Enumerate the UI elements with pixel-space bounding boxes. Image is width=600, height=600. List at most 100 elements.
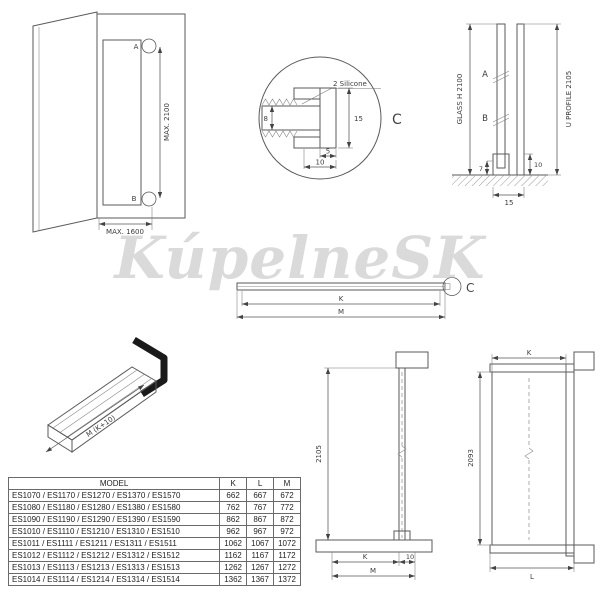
break-symbol bbox=[524, 447, 534, 460]
dim-2093-label: 2093 bbox=[467, 449, 475, 467]
l-cell: 1367 bbox=[246, 573, 275, 586]
uprofile-back bbox=[319, 87, 337, 149]
detail-c-letter: C bbox=[392, 112, 402, 128]
dim-10-label: 10 bbox=[534, 161, 542, 169]
dim-profile-height: U PROFILE 2105 bbox=[522, 23, 573, 176]
top-profile bbox=[489, 363, 575, 373]
header-model: MODEL bbox=[7, 477, 221, 490]
silicone-bead-top bbox=[261, 98, 298, 106]
glass-panel-elevation bbox=[491, 371, 567, 546]
door-leaf bbox=[32, 11, 98, 233]
glass-clamp-3d bbox=[132, 336, 168, 397]
k-cell: 962 bbox=[219, 525, 248, 538]
silicone-callout: 2 Silicone bbox=[301, 80, 381, 105]
dim-15: 15 bbox=[492, 187, 525, 207]
dim-k-10-m: K 10 M bbox=[331, 552, 416, 580]
dim-10: 10 bbox=[524, 153, 542, 175]
break-symbol bbox=[397, 445, 407, 458]
break-mark-b bbox=[492, 113, 510, 127]
section-label-a: A bbox=[482, 70, 488, 80]
model-cell: ES1070 / ES1170 / ES1270 / ES1370 / ES15… bbox=[7, 489, 221, 502]
glass-height-label: GLASS H 2100 bbox=[456, 74, 464, 125]
dim-m-label: M bbox=[338, 308, 344, 316]
m-cell: 772 bbox=[273, 501, 301, 514]
dim-m-label: M bbox=[370, 567, 376, 575]
dim-glass-8-label: 8 bbox=[264, 115, 268, 123]
table-row: ES1013 / ES1113 / ES1213 / ES1313 / ES15… bbox=[7, 561, 301, 574]
dim-l-bottom: L bbox=[489, 553, 575, 581]
model-cell: ES1012 / ES1112 / ES1212 / ES1312 / ES15… bbox=[7, 549, 221, 562]
k-cell: 1062 bbox=[219, 537, 248, 550]
dim-m: M bbox=[236, 291, 446, 320]
detail-c-view: 2 Silicone 8 15 5 bbox=[258, 56, 402, 180]
table-row: ES1014 / ES1114 / ES1214 / ES1314 / ES15… bbox=[7, 573, 301, 586]
l-cell: 867 bbox=[246, 513, 275, 526]
floor-hatch bbox=[452, 175, 548, 186]
k-cell: 1162 bbox=[219, 549, 248, 562]
dim-door-width: MAX. 1600 bbox=[98, 207, 153, 236]
dim-k-label: K bbox=[527, 349, 532, 357]
table-row: ES1090 / ES1190 / ES1290 / ES1390 / ES15… bbox=[7, 513, 301, 526]
l-cell: 967 bbox=[246, 525, 275, 538]
profile-3d-view: M (K+10) bbox=[45, 336, 168, 453]
dim-2093: 2093 bbox=[467, 371, 492, 546]
table-row: ES1011 / ES1111 / ES1211 / ES1311 / ES15… bbox=[7, 537, 301, 550]
floor-uprofile bbox=[492, 153, 510, 176]
m-cell: 672 bbox=[273, 489, 301, 502]
dim-door-height-label: MAX. 2100 bbox=[163, 103, 171, 141]
dim-7-label: 7 bbox=[479, 165, 483, 173]
silicone-bead-bottom bbox=[261, 130, 298, 138]
dim-k-label: K bbox=[339, 295, 344, 303]
dim-depth-15: 15 bbox=[338, 87, 363, 149]
l-cell: 1067 bbox=[246, 537, 275, 550]
dim-k: K bbox=[241, 291, 441, 307]
dim-l-label: L bbox=[530, 573, 534, 581]
profile-c-letter: C bbox=[466, 281, 474, 295]
detail-c-marker bbox=[442, 277, 462, 296]
table-row: ES1070 / ES1170 / ES1270 / ES1370 / ES15… bbox=[7, 489, 301, 502]
m-cell: 872 bbox=[273, 513, 301, 526]
header-m: M bbox=[273, 477, 301, 490]
dim-7: 7 bbox=[479, 160, 493, 175]
door-label-b: B bbox=[132, 195, 137, 203]
floor-hatch bbox=[315, 539, 433, 553]
m-cell: 1272 bbox=[273, 561, 301, 574]
table-row: ES1012 / ES1112 / ES1212 / ES1312 / ES15… bbox=[7, 549, 301, 562]
silicone-label: 2 Silicone bbox=[333, 80, 367, 88]
model-spec-table: MODEL K L M ES1070 / ES1170 / ES1270 / E… bbox=[7, 477, 301, 586]
k-cell: 1262 bbox=[219, 561, 248, 574]
l-cell: 1267 bbox=[246, 561, 275, 574]
k-cell: 1362 bbox=[219, 573, 248, 586]
dim-15-label: 15 bbox=[505, 199, 514, 207]
dim-k-top: K bbox=[491, 349, 567, 372]
uprofile-top-flange bbox=[293, 87, 321, 100]
glass-panel bbox=[102, 39, 142, 206]
m-cell: 1372 bbox=[273, 573, 301, 586]
section-label-b: B bbox=[482, 114, 488, 124]
model-cell: ES1090 / ES1190 / ES1290 / ES1390 / ES15… bbox=[7, 513, 221, 526]
bottom-profile bbox=[489, 544, 575, 554]
profile-end-cap bbox=[444, 283, 451, 290]
side-section-view: GLASS H 2100 U PROFILE 2105 A B 7 bbox=[452, 23, 573, 207]
k-cell: 862 bbox=[219, 513, 248, 526]
dim-width-10: 10 bbox=[303, 149, 337, 170]
m-cell: 972 bbox=[273, 525, 301, 538]
model-cell: ES1014 / ES1114 / ES1214 / ES1314 / ES15… bbox=[7, 573, 221, 586]
header-l: L bbox=[246, 477, 275, 490]
glass-edge bbox=[496, 23, 506, 169]
door-open-diagram: A B MAX. 2100 MAX. 1600 bbox=[32, 11, 186, 236]
door-frame bbox=[96, 13, 186, 219]
dim-2105: 2105 bbox=[315, 367, 396, 540]
profile-length-view: C K M bbox=[236, 277, 474, 320]
l-cell: 667 bbox=[246, 489, 275, 502]
break-mark-a bbox=[492, 70, 510, 84]
uprofile-bottom-flange bbox=[293, 136, 321, 149]
k-cell: 662 bbox=[219, 489, 248, 502]
door-label-a: A bbox=[134, 43, 139, 51]
dim-door-height: MAX. 2100 bbox=[157, 47, 171, 198]
wall-hatch-top bbox=[573, 351, 595, 371]
dim-glass-height: GLASS H 2100 bbox=[456, 23, 499, 176]
detail-circle bbox=[258, 56, 382, 180]
